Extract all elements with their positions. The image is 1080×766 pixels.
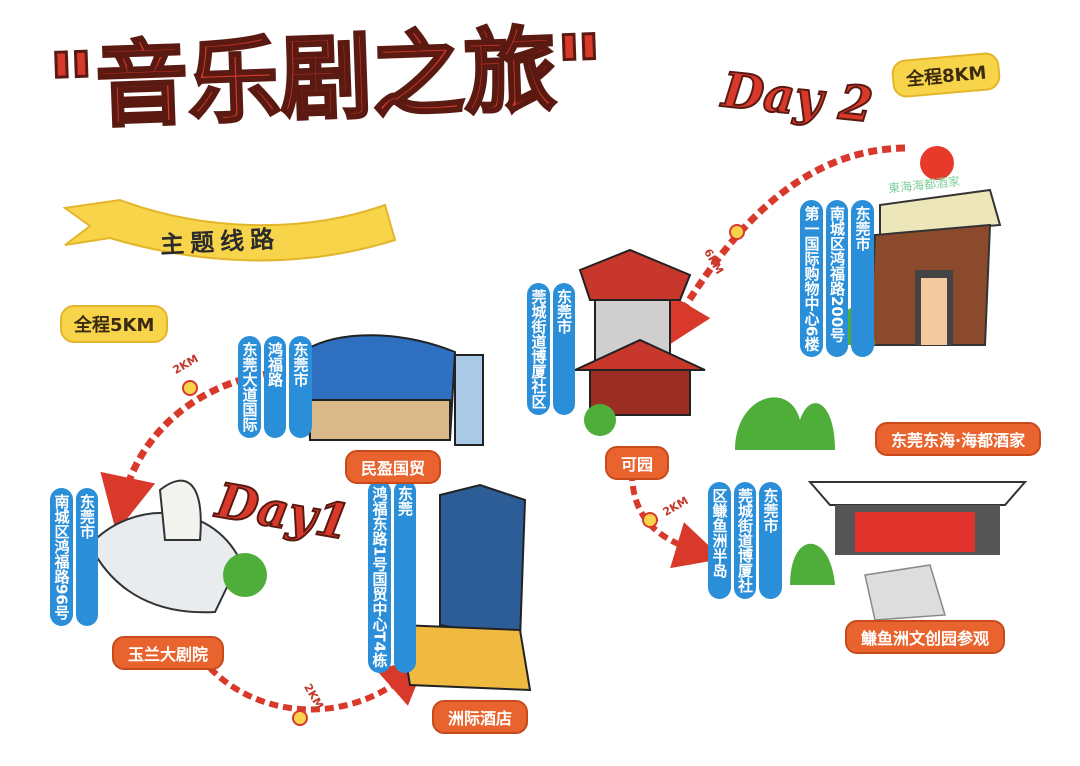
address-line: 鸿福路 [263,336,286,438]
stop-label-yulan: 玉兰大剧院 [112,636,225,670]
stop-label-keyuan: 可园 [605,446,670,480]
address-jianyuzhou: 东莞市 莞城街道博厦社 区鳒鱼洲半岛 [708,482,782,599]
address-line: 东莞市 [552,283,575,415]
address-minying: 东莞市 鸿福路 东莞大道国际 [238,336,312,438]
waypoint-dot [642,512,658,528]
address-line: 南城区鸿福路96号 [50,488,73,626]
waypoint-dot [729,224,745,240]
address-line: 莞城街道博厦社区 [527,283,550,415]
address-line: 区鳒鱼洲半岛 [708,482,731,599]
jianyuzhou-park-illustration [790,481,1028,621]
address-line: 东莞市 [289,336,312,438]
address-keyuan: 东莞市 莞城街道博厦社区 [527,283,575,415]
day1-total-badge: 全程5KM [60,305,169,343]
route-yulan-zhouji [207,656,428,713]
address-line: 东莞 [393,480,416,674]
stop-label-zhouji: 洲际酒店 [432,700,529,734]
address-line: 东莞市 [75,488,98,626]
address-line: 莞城街道博厦社 [733,482,756,599]
address-zhouji: 东莞 鸿福东路1号国贸中心T4栋 [368,480,416,674]
address-line: 第一国际购物中心6楼 [800,200,823,358]
yulan-theater-illustration [88,479,267,614]
waypoint-dot [292,710,308,726]
stop-label-haidu: 东莞东海·海都酒家 [875,422,1042,456]
address-line: 东莞市 [759,482,782,599]
address-line: 东莞大道国际 [238,336,261,438]
stop-label-minying: 民盈国贸 [345,450,442,484]
page-title: "音乐剧之旅" [45,13,607,143]
stop-label-jianyuzhou: 鳒鱼洲文创园参观 [845,620,1006,654]
bush-decoration [735,397,835,450]
address-yulan: 东莞市 南城区鸿福路96号 [50,488,98,626]
route-haidu-keyuan [657,144,906,353]
keyuan-pavilion-illustration [574,248,706,436]
minying-building-illustration [303,334,484,446]
address-line: 鸿福东路1号国贸中心T4栋 [368,480,391,674]
subtitle: 主题线路 [159,224,281,260]
address-line: 东莞市 [851,200,874,358]
address-line: 南城区鸿福路200号 [825,200,848,358]
zhouji-hotel-illustration [398,483,532,692]
waypoint-dot [182,380,198,396]
ribbon [62,198,397,262]
address-haidu: 东莞市 南城区鸿福路200号 第一国际购物中心6楼 [800,200,874,358]
